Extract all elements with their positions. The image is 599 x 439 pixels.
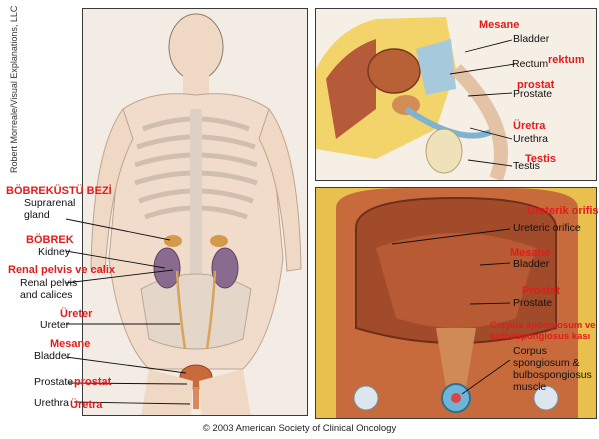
copyright-footer: © 2003 American Society of Clinical Onco…	[0, 423, 599, 434]
male-uretra-label-tr: Üretra	[513, 120, 545, 132]
male-mesane-label-tr: Mesane	[479, 19, 519, 31]
suprarenal-label-en: Suprarenal gland	[24, 197, 84, 221]
ureteric-orifice-label-tr: Ureterik orifis	[527, 205, 599, 217]
renal-pelvis-label-en: Renal pelvis and calices	[20, 277, 90, 301]
bladder-label-tr: Mesane	[50, 338, 90, 350]
corpus-label-tr: Corpus spongiosum ve bulbospongiosus kas…	[490, 320, 596, 342]
male-prostate-label-en: Prostate	[513, 88, 552, 100]
male-testis-label-en: Testis	[513, 160, 540, 172]
male-urethra-label-en: Urethra	[513, 133, 548, 145]
urethra-label-en: Urethra	[34, 397, 69, 409]
section-prostate-label-en: Prostate	[513, 297, 552, 309]
section-prostat-label-tr: Prostat	[522, 285, 560, 297]
prostate-label-en: Prostate	[34, 376, 73, 388]
kidney-label-en: Kidney	[38, 246, 70, 258]
suprarenal-label-tr: BÖBREKÜSTÜ BEZİ	[6, 185, 112, 197]
prostate-label-tr: prostat	[74, 376, 111, 388]
renal-pelvis-label-tr: Renal pelvis ve calix	[8, 264, 115, 276]
male-rectum-label-en: Rectum	[512, 58, 548, 70]
kidney-label-tr: BÖBREK	[26, 234, 74, 246]
bladder-label-en: Bladder	[34, 350, 70, 362]
male-rektum-label-tr: rektum	[548, 54, 585, 66]
section-bladder-label-en: Bladder	[513, 258, 549, 270]
male-bladder-label-en: Bladder	[513, 33, 549, 45]
ureter-label-en: Ureter	[40, 319, 69, 331]
urethra-label-tr: Üretra	[70, 399, 102, 411]
ureteric-orifice-label-en: Ureteric orifice	[513, 222, 581, 234]
corpus-label-en: Corpus spongiosum & bulbospongiosus musc…	[513, 345, 592, 393]
